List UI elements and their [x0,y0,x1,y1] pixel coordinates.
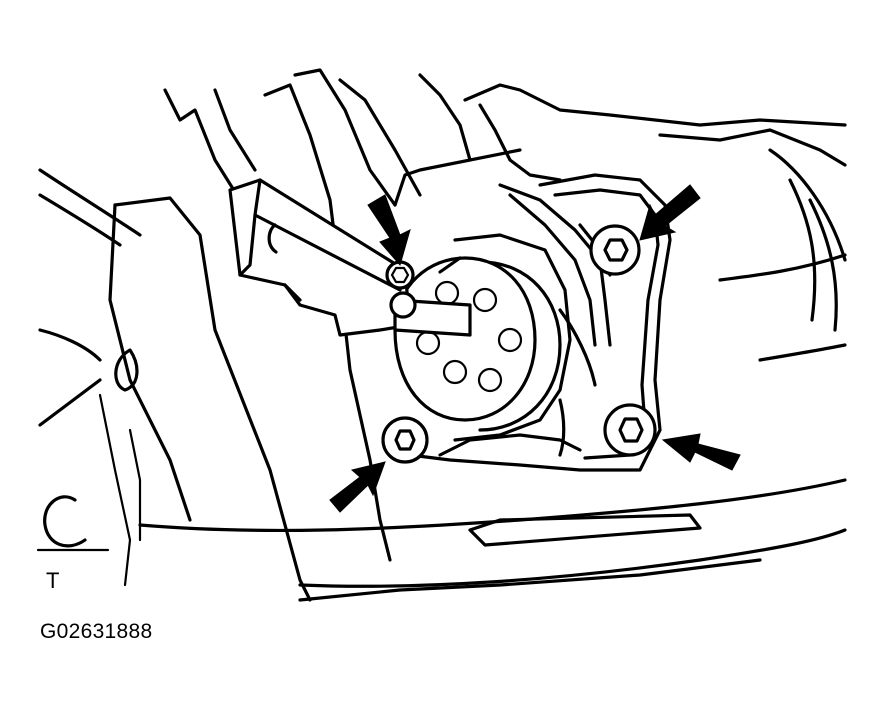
callout-arrow-icon [639,184,701,241]
figure-id-label: G02631888 [40,620,153,643]
hub-hole [497,327,523,353]
bolt-bottom-left [381,416,429,464]
hub-hole [442,359,468,385]
holding-tool [228,178,472,337]
torque-symbol-icon [36,495,110,552]
callout-arrow-icon [329,461,386,513]
callout-arrow-icon [367,194,411,267]
callout-arrow-icon [661,433,741,471]
bolt-bottom-right [603,403,657,457]
torque-symbol-label: T [46,568,60,593]
hub-assembly [393,233,572,442]
hub-face [393,256,537,422]
bolt-top-right [589,224,641,276]
left-frame [38,88,312,602]
lower-body [138,478,847,602]
bolt-top-left [385,260,417,319]
hub-hole [477,367,503,393]
upper-housing [463,83,847,362]
hub-hole [472,287,498,313]
